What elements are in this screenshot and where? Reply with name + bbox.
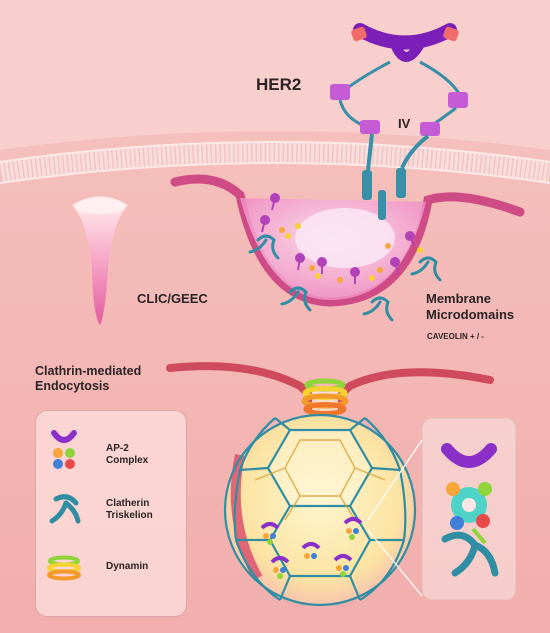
adaptor-icon [441,443,497,468]
zoom-connector-top [367,439,423,521]
plasma-membrane [0,141,550,184]
zoom-connector-bottom [367,529,423,597]
raft-markers [260,193,415,284]
clathrin-label-line1: Clathrin-mediated [35,364,142,378]
zoom-inset-art [441,443,499,577]
zoom-triskelion [441,531,499,577]
membrane-label: Membrane [426,291,492,306]
dynamin-ring [301,378,349,416]
her2-label: HER2 [256,75,302,94]
legend-icons [47,430,81,581]
zoom-inset [422,418,516,600]
dynamin-icon [47,555,81,581]
membrane-microdomain [170,174,525,307]
clic-geec-carrier [72,196,128,325]
legend-triskelion-line1: Clatherin [106,498,150,509]
her2-receptor [330,23,468,220]
legend-ap2-line2: Complex [106,455,149,466]
ap2-complex-icon [51,430,77,469]
microdomain-dots [279,223,423,283]
legend-dynamin: Dynamin [106,561,149,572]
clic-geec-label: CLIC/GEEC [137,291,208,306]
triskelion-icon [49,494,81,524]
microdomain-triskelions [248,234,442,322]
caveolin-label: CAVEOLIN + / - [427,332,484,341]
legend-triskelion-line2: Triskelion [106,510,153,521]
clathrin-coated-vesicle [223,413,417,607]
legend-ap2-line1: AP-2 [106,443,129,454]
vesicle-cargo [260,517,363,579]
legend-panel: AP-2 Complex Clatherin Triskelion Dynami… [35,410,187,617]
microdomains-label: Microdomains [426,307,515,322]
clathrin-label-line2: Endocytosis [35,379,110,393]
domain-iv-label: IV [398,116,411,131]
